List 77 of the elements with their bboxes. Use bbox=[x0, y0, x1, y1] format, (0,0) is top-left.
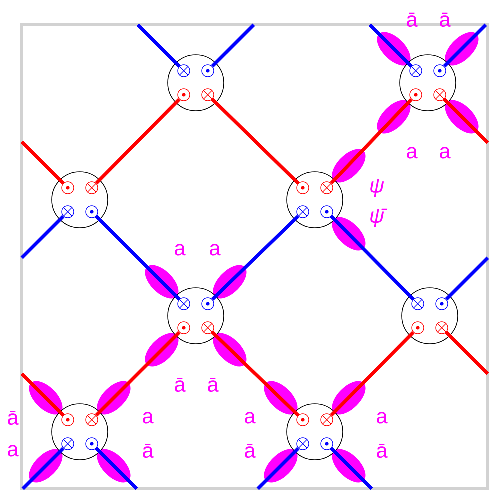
cross-symbol bbox=[296, 438, 310, 450]
cross-symbol bbox=[86, 182, 98, 194]
particle-label: ψ bbox=[370, 178, 384, 198]
particle-label: a bbox=[8, 445, 19, 457]
line bbox=[330, 447, 374, 490]
line bbox=[445, 256, 490, 301]
cross-symbol bbox=[178, 298, 190, 310]
dot-symbol bbox=[320, 206, 334, 218]
particle-label: a bbox=[245, 412, 256, 424]
line bbox=[95, 98, 181, 185]
cross-symbol bbox=[178, 64, 190, 78]
dot-symbol bbox=[296, 182, 310, 194]
line bbox=[95, 331, 181, 417]
dot-symbol bbox=[320, 438, 334, 450]
line bbox=[20, 372, 65, 417]
junction-circle bbox=[52, 172, 108, 228]
particle-label: ā bbox=[8, 410, 19, 426]
cross-symbol bbox=[412, 298, 424, 310]
cross-symbol bbox=[320, 182, 334, 194]
line bbox=[256, 447, 300, 490]
dot-symbol bbox=[434, 64, 446, 78]
cross-symbol bbox=[202, 322, 214, 334]
cross-symbol bbox=[86, 414, 98, 426]
particle-label: ā bbox=[175, 378, 186, 392]
cross-symbol bbox=[410, 64, 422, 78]
cross-symbol bbox=[62, 206, 74, 218]
particle-label: a bbox=[210, 244, 221, 256]
particle-label: ā bbox=[407, 12, 418, 28]
cross-symbol bbox=[62, 438, 74, 450]
line bbox=[330, 331, 415, 417]
junction-circle bbox=[168, 288, 224, 344]
dot-symbol bbox=[436, 298, 448, 310]
particle-label: ā bbox=[208, 378, 219, 392]
junction-circle bbox=[286, 172, 344, 228]
line bbox=[443, 98, 490, 144]
particle-label: ā bbox=[143, 444, 154, 458]
dot-symbol bbox=[62, 414, 74, 426]
line bbox=[95, 215, 181, 301]
line bbox=[22, 447, 65, 490]
particle-label: a bbox=[175, 244, 186, 256]
line bbox=[20, 140, 65, 185]
particle-label: a bbox=[440, 147, 451, 159]
junction-circle bbox=[400, 54, 456, 112]
particle-label: ā bbox=[245, 444, 256, 458]
dot-symbol bbox=[86, 438, 98, 450]
dot-symbol bbox=[86, 206, 98, 218]
particle-label: a bbox=[377, 412, 388, 424]
dot-symbol bbox=[410, 88, 422, 102]
particle-label: ψ̄ bbox=[370, 208, 388, 228]
junction-circle bbox=[286, 404, 344, 460]
cross-symbol bbox=[202, 88, 214, 102]
line bbox=[95, 447, 138, 490]
particle-label: a bbox=[143, 412, 154, 424]
cross-symbol bbox=[434, 88, 446, 102]
line bbox=[368, 24, 413, 68]
line bbox=[136, 24, 181, 68]
line bbox=[330, 215, 415, 301]
line bbox=[20, 215, 65, 260]
cross-symbol bbox=[296, 206, 310, 218]
particle-label: a bbox=[407, 147, 418, 159]
junction-circle bbox=[402, 288, 458, 344]
dot-symbol bbox=[62, 182, 74, 194]
cross-symbol bbox=[436, 322, 448, 334]
cross-symbol bbox=[320, 414, 334, 426]
line bbox=[443, 24, 488, 68]
dot-symbol bbox=[178, 322, 190, 334]
dot-symbol bbox=[296, 414, 310, 426]
particle-label: ā bbox=[377, 444, 388, 458]
dot-symbol bbox=[178, 88, 190, 102]
dot-symbol bbox=[202, 64, 214, 78]
particle-label: ā bbox=[440, 12, 451, 28]
dot-symbol bbox=[412, 322, 424, 334]
line bbox=[445, 331, 490, 376]
dot-symbol bbox=[202, 298, 214, 310]
line bbox=[211, 24, 256, 68]
junction-circle bbox=[168, 54, 224, 112]
junction-circle bbox=[52, 404, 108, 460]
